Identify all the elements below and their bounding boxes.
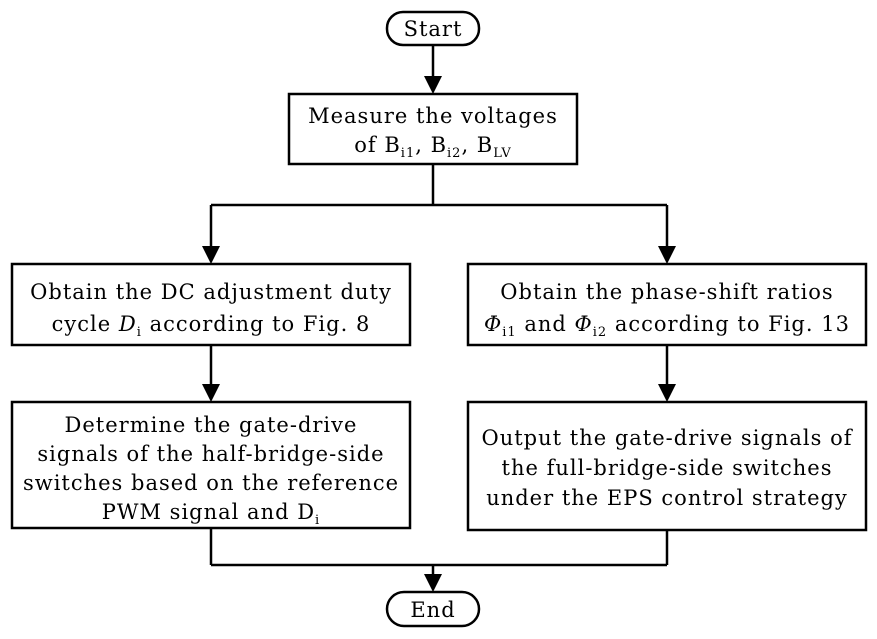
obtain-dc-line-2: cycle Di according to Fig. 8 [52, 312, 371, 340]
determine-line-2: signals of the half-bridge-side [37, 442, 384, 466]
arrowhead-end [424, 574, 442, 592]
determine-line-4: PWM signal and Di [102, 500, 320, 528]
start-label: Start [404, 17, 463, 41]
obtain-phase-shift-box: Obtain the phase-shift ratios Φi1 and Φi… [466, 262, 868, 347]
end-label: End [410, 598, 455, 622]
obtain-phase-line-2: Φi1 and Φi2 according to Fig. 13 [484, 312, 850, 340]
arrowhead-left-1 [202, 246, 220, 264]
determine-line-3: switches based on the reference [23, 471, 399, 495]
start-node: Start [385, 10, 481, 47]
arrowheads [202, 76, 676, 592]
obtain-dc-duty-box: Obtain the DC adjustment duty cycle Di a… [10, 262, 412, 347]
determine-line-1: Determine the gate-drive [65, 413, 358, 437]
obtain-dc-line-1: Obtain the DC adjustment duty [30, 280, 392, 304]
output-line-1: Output the gate-drive signals of [482, 426, 854, 450]
measure-voltages-box: Measure the voltages of Bi1, Bi2, BLV [287, 92, 579, 166]
output-line-2: the full-bridge-side switches [502, 456, 833, 480]
output-gate-drive-box: Output the gate-drive signals of the ful… [466, 400, 868, 532]
arrowhead-start [424, 76, 442, 94]
connectors [209, 45, 669, 576]
arrowhead-right-1 [658, 246, 676, 264]
arrowhead-left-2 [202, 384, 220, 402]
measure-line-1: Measure the voltages [308, 104, 558, 128]
arrowhead-right-2 [658, 384, 676, 402]
measure-line-2: of Bi1, Bi2, BLV [354, 133, 511, 161]
end-node: End [385, 590, 481, 628]
determine-gate-drive-box: Determine the gate-drive signals of the … [10, 400, 412, 530]
output-line-3: under the EPS control strategy [486, 486, 848, 510]
obtain-phase-line-1: Obtain the phase-shift ratios [500, 280, 833, 304]
